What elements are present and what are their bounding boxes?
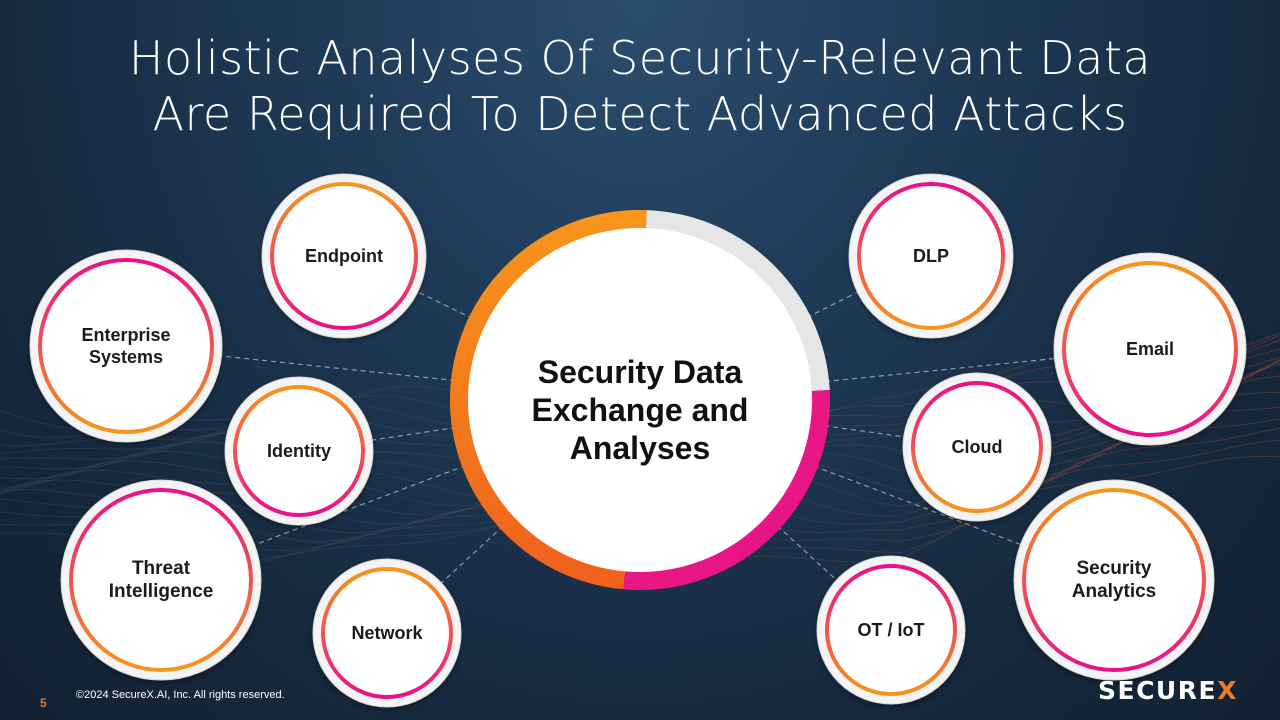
node-label-identity: Identity <box>266 441 331 461</box>
node-ring-endpoint <box>270 182 418 330</box>
logo-accent: X <box>1217 676 1238 705</box>
node-label-email: Email <box>1125 339 1175 359</box>
node-label-cloud: Cloud <box>951 437 1003 457</box>
connector-email <box>816 357 1059 383</box>
connector-lines <box>217 289 1059 587</box>
node-label-dlp: DLP <box>913 246 949 266</box>
securex-logo: SECUREX <box>1098 676 1238 705</box>
node-ring-cloud <box>911 381 1043 513</box>
node-label-threat-intelligence: Threat Intelligence <box>108 558 214 602</box>
center-arc-magenta <box>623 390 830 590</box>
node-rings <box>29 173 1247 708</box>
center-hub-disc <box>465 225 815 575</box>
logo-text: SECURE <box>1098 676 1218 705</box>
node-label-endpoint: Endpoint <box>305 246 383 266</box>
copyright-text: ©2024 SecureX.AI, Inc. All rights reserv… <box>76 689 285 701</box>
node-label-ot-iot: OT / IoT <box>857 620 925 640</box>
connector-network <box>438 519 511 587</box>
slide-title: Holistic Analyses Of Security-Relevant D… <box>0 30 1280 142</box>
node-ring-security-analytics <box>1022 488 1206 672</box>
node-ring-ot-iot <box>825 564 957 696</box>
connector-identity <box>368 425 466 442</box>
connector-cloud <box>815 423 908 438</box>
node-ring-threat-intelligence <box>69 488 253 672</box>
center-arc-gray <box>645 210 830 392</box>
slide-title-line-2: Are Required To Detect Advanced Attacks <box>152 87 1128 141</box>
node-ring-enterprise-systems <box>38 258 214 434</box>
node-label-network: Network <box>351 623 423 643</box>
node-ring-email <box>1062 261 1238 437</box>
slide-title-line-1: Holistic Analyses Of Security-Relevant D… <box>128 31 1152 85</box>
center-hub-label: Security Data Exchange and Analyses <box>531 354 749 466</box>
node-ring-identity <box>233 385 365 517</box>
node-ring-network <box>321 567 453 699</box>
center-hub-ring <box>450 210 830 590</box>
node-ring-dlp <box>857 182 1005 330</box>
connector-enterprise-systems <box>217 355 465 383</box>
connector-ot-iot <box>770 519 840 584</box>
page-number: 5 <box>40 696 47 710</box>
node-label-enterprise-systems: Enterprise Systems <box>81 325 171 367</box>
connector-threat-intelligence <box>250 461 475 547</box>
connector-security-analytics <box>805 462 1025 547</box>
node-label-security-analytics: Security Analytics <box>1071 558 1157 602</box>
center-arc-orange <box>450 210 647 590</box>
